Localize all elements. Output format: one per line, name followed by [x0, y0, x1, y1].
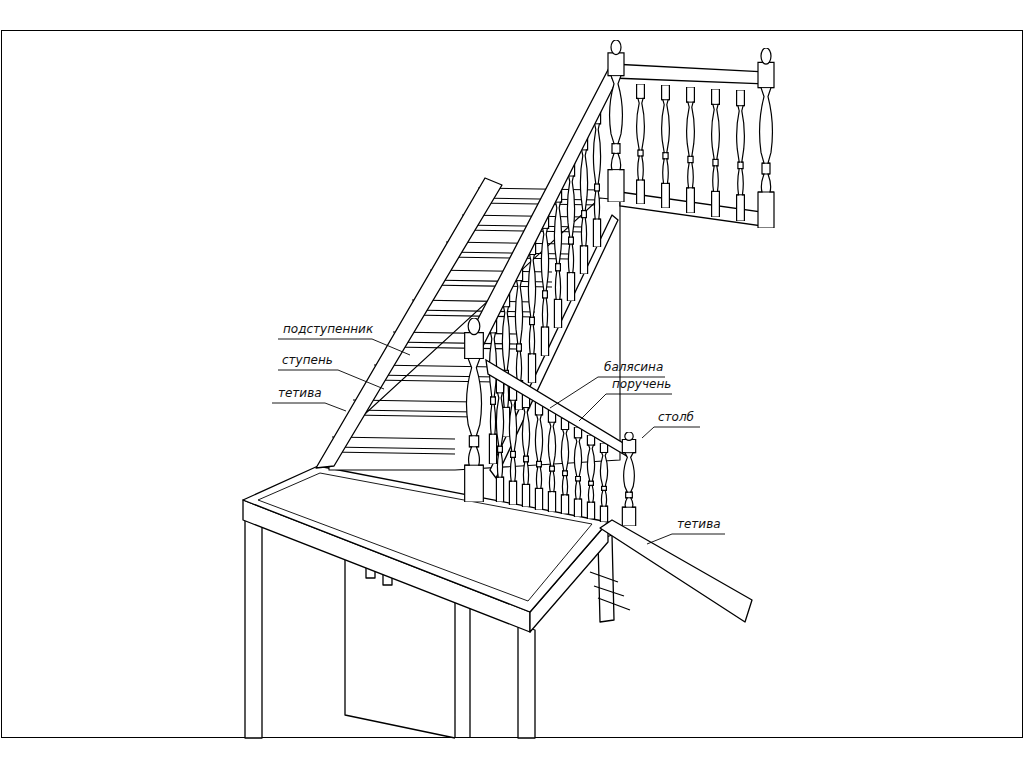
part-label: ступень — [282, 353, 333, 368]
part-label: поручень — [612, 377, 671, 392]
part-label: тетива — [278, 386, 322, 401]
part-label: столб — [658, 410, 694, 425]
part-label: тетива — [677, 517, 721, 532]
part-label: балясина — [604, 360, 663, 375]
part-label: подступенник — [283, 322, 373, 337]
